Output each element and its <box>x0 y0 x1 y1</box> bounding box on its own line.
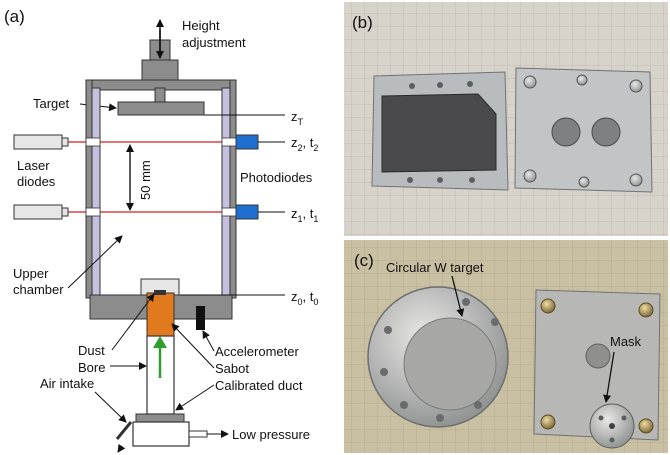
target-plate <box>117 101 205 116</box>
laser-diodes-label-2: diodes <box>17 174 56 189</box>
plate-screw <box>523 169 537 183</box>
low-pressure-pipe <box>188 430 208 438</box>
photodiode-upper <box>235 134 259 150</box>
plate-screw <box>578 176 590 188</box>
mask-aperture <box>609 423 615 429</box>
block-screw <box>540 298 556 314</box>
disk-hole <box>474 401 482 409</box>
dust-label: Dust <box>78 343 105 358</box>
accelerometer <box>196 306 205 330</box>
block-screw <box>638 418 654 434</box>
height-adjust-block <box>141 59 179 81</box>
mask-disk-hole <box>598 415 604 421</box>
motion-arrow-head <box>153 336 167 348</box>
circular-target-label: Circular W target <box>386 260 484 275</box>
disk-hole <box>436 414 444 422</box>
panel-label-b: (b) <box>352 13 373 32</box>
plate-screw <box>523 75 537 89</box>
dust-pointer <box>111 293 155 351</box>
target-label-pointer <box>451 275 465 317</box>
disk-hole <box>380 368 388 376</box>
plate-hole <box>407 177 413 183</box>
plate-hole <box>437 177 443 183</box>
disk-hole <box>462 298 470 306</box>
holder-plate-right <box>514 67 653 193</box>
accelerometer-label: Accelerometer <box>215 344 299 359</box>
laser-nozzle-lower <box>61 207 69 217</box>
window-right-lower <box>221 207 237 217</box>
plate-bore <box>591 117 621 147</box>
sabot-label: Sabot <box>215 361 249 376</box>
sabot-pointer <box>171 323 215 369</box>
calibrated-duct-pointer <box>175 384 215 411</box>
z0-t0-label: z0, t0 <box>291 289 318 307</box>
window-right-upper <box>221 137 237 147</box>
plate-hole <box>409 83 415 89</box>
block-screw <box>638 302 654 318</box>
upper-chamber-label-1: Upper <box>13 266 49 281</box>
disk-hole <box>491 318 499 326</box>
z1-t1-label: z1, t1 <box>291 206 318 224</box>
height-adjustment-label-2: adjustment <box>182 35 246 50</box>
dark-sample <box>381 93 497 173</box>
panel-label-c: (c) <box>354 251 374 270</box>
frame-left <box>85 79 93 299</box>
plate-screw <box>629 173 643 187</box>
frame-right <box>229 79 237 299</box>
photodiode-lower <box>235 204 259 220</box>
photodiodes-label: Photodiodes <box>240 170 313 185</box>
laser-diode-upper <box>13 134 63 150</box>
distance-label: 50 mm <box>138 160 153 200</box>
low-pressure-label: Low pressure <box>232 427 310 442</box>
dust-sample <box>154 290 166 295</box>
mask-bore <box>585 343 611 369</box>
window-left-lower <box>85 207 101 217</box>
window-left-upper <box>85 137 101 147</box>
laser-nozzle-upper <box>61 137 69 147</box>
air-intake-label: Air intake <box>40 376 94 391</box>
bore-label: Bore <box>78 360 105 375</box>
plate-bore <box>551 117 581 147</box>
panel-label-a: (a) <box>4 7 25 26</box>
schematic-panel: (a) Height adjustment Target zT z2, t2 <box>4 7 318 453</box>
laser-diode-lower <box>13 204 63 220</box>
disk-hole <box>400 401 408 409</box>
upper-chamber-label-2: chamber <box>13 282 64 297</box>
mask-pointer <box>603 351 615 403</box>
plate-hole <box>467 81 473 87</box>
tungsten-target <box>403 317 497 411</box>
duct-base <box>135 413 185 423</box>
plate-screw <box>629 79 643 93</box>
target-label: Target <box>33 96 70 111</box>
plate-screw <box>576 74 588 86</box>
air-intake-valve <box>115 421 133 440</box>
mask-disk-hole <box>609 437 615 443</box>
low-pressure-chamber <box>132 421 190 447</box>
upper-chamber-pointer <box>67 235 123 289</box>
z2-t2-label: z2, t2 <box>291 135 318 153</box>
photo-panel-c: (c) Circular W target Mask <box>344 240 668 453</box>
air-intake-pointer <box>94 391 127 423</box>
laser-diodes-label-1: Laser <box>17 158 50 173</box>
plate-hole <box>469 177 475 183</box>
disk-hole <box>384 326 392 334</box>
plate-hole <box>437 82 443 88</box>
mask-label: Mask <box>610 334 642 349</box>
accelerometer-pointer <box>202 330 215 352</box>
height-adjustment-label-1: Height <box>182 18 220 33</box>
sabot <box>146 292 175 337</box>
photo-panel-b: (b) <box>344 2 668 236</box>
air-intake-arrow <box>117 443 126 453</box>
mask-disk-hole <box>621 415 627 421</box>
calibrated-duct-label: Calibrated duct <box>215 378 303 393</box>
z-t-label: zT <box>291 109 304 127</box>
block-screw <box>540 414 556 430</box>
